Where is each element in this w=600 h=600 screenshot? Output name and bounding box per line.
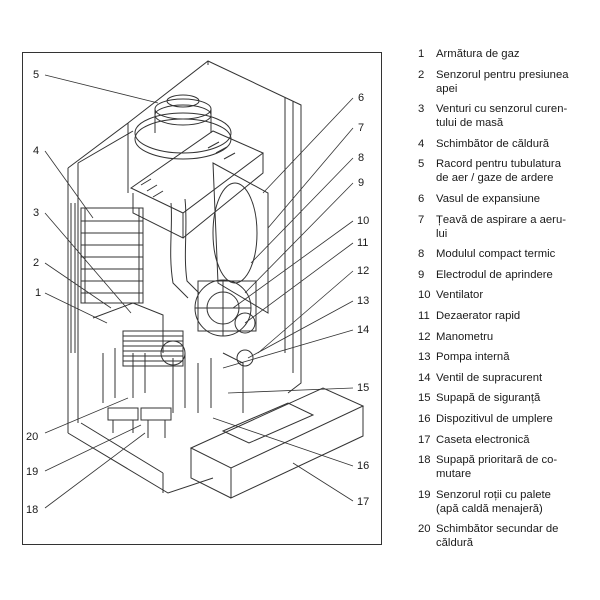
component-legend: 1 Armătura de gaz 2 Senzorul pentru presiun…	[418, 47, 593, 557]
legend-number: 5	[418, 158, 425, 171]
callout-number: 17	[357, 496, 369, 508]
legend-number: 20	[418, 523, 431, 536]
callout-number: 13	[357, 295, 369, 307]
callout-number: 3	[33, 207, 39, 219]
callout-number: 15	[357, 382, 369, 394]
legend-item: 14 Ventil de supracurent	[418, 371, 593, 385]
legend-number: 14	[418, 371, 431, 384]
callout-number: 11	[357, 237, 368, 249]
legend-item: 9 Electrodul de aprindere	[418, 268, 593, 282]
callout-number: 10	[357, 215, 369, 227]
legend-number: 7	[418, 213, 425, 226]
callout-number: 19	[26, 466, 38, 478]
callout-number: 5	[33, 69, 39, 81]
legend-item: 18 Supapă prioritară de co-mutare	[418, 453, 593, 481]
callout-number: 7	[358, 122, 364, 134]
legend-number: 8	[418, 248, 425, 261]
legend-number: 2	[418, 68, 425, 81]
legend-label: Electrodul de aprindere	[436, 268, 553, 281]
legend-label: Schimbător de căldură	[436, 137, 550, 150]
legend-number: 17	[418, 433, 431, 446]
callout-number: 4	[33, 145, 39, 157]
legend-number: 4	[418, 137, 425, 150]
callout-number: 14	[357, 324, 369, 336]
legend-label: Dezaerator rapid	[436, 309, 521, 322]
legend-number: 18	[418, 454, 431, 467]
callout-number: 16	[357, 460, 369, 472]
legend-item: 10 Ventilator	[418, 288, 593, 302]
callout-number: 12	[357, 265, 369, 277]
legend-item: 17 Caseta electronică	[418, 433, 593, 447]
legend-label: Țeavă de aspirare a aeru-lui	[436, 213, 566, 240]
legend-item: 13 Pompa internă	[418, 350, 593, 364]
legend-label: Manometru	[436, 330, 494, 343]
callout-number: 9	[358, 177, 364, 189]
legend-number: 3	[418, 103, 425, 116]
legend-number: 13	[418, 351, 431, 364]
legend-number: 16	[418, 412, 431, 425]
legend-number: 6	[418, 192, 425, 205]
callout-number: 1	[35, 287, 41, 299]
legend-label: Ventil de supracurent	[436, 371, 543, 384]
legend-label: Vasul de expansiune	[436, 192, 541, 205]
legend-item: 1 Armătura de gaz	[418, 47, 593, 61]
legend-item: 19 Senzorul roții cu palete(apă caldă men…	[418, 488, 593, 516]
legend-item: 12 Manometru	[418, 330, 593, 344]
legend-number: 1	[418, 48, 425, 60]
callout-number: 20	[26, 431, 38, 443]
callout-number: 8	[358, 152, 364, 164]
legend-label: Pompa internă	[436, 351, 510, 364]
legend-label: Caseta electronică	[436, 433, 530, 446]
legend-item: 16 Dispozitivul de umplere	[418, 412, 593, 426]
legend-label: Supapă de siguranță	[436, 392, 541, 405]
legend-item: 7 Țeavă de aspirare a aeru-lui	[418, 213, 593, 241]
legend-label: Dispozitivul de umplere	[436, 412, 553, 425]
legend-label: Modulul compact termic	[436, 248, 556, 261]
legend-item: 8 Modulul compact termic	[418, 247, 593, 261]
legend-item: 3 Venturi cu senzorul curen-tului de masă	[418, 102, 593, 130]
legend-number: 10	[418, 289, 431, 302]
legend-item: 15 Supapă de siguranță	[418, 391, 593, 405]
legend-number: 11	[418, 309, 430, 322]
legend-label: Ventilator	[436, 289, 484, 302]
legend-item: 11 Dezaerator rapid	[418, 309, 593, 323]
legend-label: Armătura de gaz	[436, 48, 520, 60]
legend-number: 9	[418, 268, 425, 281]
legend-label: Venturi cu senzorul curen-tului de masă	[436, 103, 568, 130]
legend-label: Senzorul roții cu palete(apă caldă menaj…	[436, 488, 551, 515]
legend-item: 4 Schimbător de căldură	[418, 137, 593, 151]
legend-number: 15	[418, 392, 431, 405]
callout-number: 6	[358, 92, 364, 104]
legend-number: 12	[418, 330, 431, 343]
callout-number: 2	[33, 257, 39, 269]
legend-number: 19	[418, 488, 431, 501]
legend-item: 6 Vasul de expansiune	[418, 192, 593, 206]
callout-number: 18	[26, 504, 38, 516]
legend-label: Supapă prioritară de co-mutare	[436, 454, 558, 481]
